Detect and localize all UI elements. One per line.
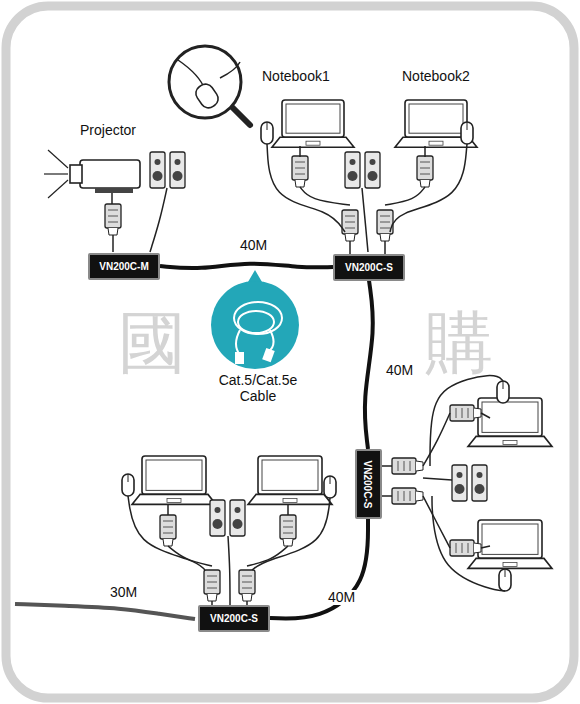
device-wire — [349, 241, 351, 254]
vga-connector — [450, 405, 481, 421]
device-wire — [380, 465, 392, 467]
vga-connector — [450, 540, 481, 556]
vga-connector — [105, 204, 121, 235]
device-wire — [380, 495, 392, 497]
cat5-cable — [15, 604, 195, 619]
mouse-icon — [497, 381, 509, 403]
speaker-pair — [452, 465, 487, 501]
speaker-pair — [150, 152, 185, 188]
projector-icon — [44, 150, 140, 198]
switch-box: VN200C-S — [355, 449, 382, 519]
device-wire — [300, 187, 350, 205]
vga-connector — [204, 570, 220, 601]
vga-connector — [392, 488, 423, 504]
mouse-icon — [461, 122, 473, 144]
switch-box: VN200C-M — [88, 253, 160, 280]
model-label: VN200C-M — [99, 261, 148, 272]
device-wire — [430, 376, 503, 466]
cable-length: 40M — [238, 238, 269, 253]
model-label: VN200C-S — [345, 262, 393, 273]
device-wire — [481, 413, 490, 418]
laptop-icon — [468, 520, 552, 568]
device-wire — [267, 144, 345, 232]
model-label: VN200C-S — [363, 460, 374, 508]
device-wire — [299, 146, 301, 157]
cat5-cable — [160, 264, 333, 268]
device-wire — [384, 241, 386, 254]
frame — [6, 6, 574, 698]
vga-connector — [280, 515, 296, 546]
vga-connector — [392, 458, 423, 474]
switch-box: VN200C-S — [333, 254, 405, 281]
laptop-icon — [272, 100, 354, 147]
watermark: 購 — [425, 304, 493, 382]
speaker-pair — [210, 500, 245, 536]
vga-connector — [342, 210, 358, 241]
magnifier-callout — [169, 46, 250, 125]
vga-connector — [239, 570, 255, 601]
mouse-icon — [261, 122, 273, 144]
device-label: Notebook1 — [262, 68, 330, 84]
switch-box: VN200C-S — [198, 605, 270, 632]
device-wire — [432, 496, 505, 591]
model-label: VN200C-S — [210, 613, 258, 624]
speaker-pair — [345, 152, 380, 188]
vga-connector — [377, 210, 393, 241]
device-wire — [167, 504, 169, 515]
device-wire — [423, 413, 450, 466]
laptop-icon — [468, 398, 552, 446]
device-wire — [128, 496, 205, 570]
cable-icon — [211, 270, 299, 369]
vga-connector — [417, 156, 433, 187]
cat5-cable — [365, 281, 373, 450]
device-label: Notebook2 — [402, 68, 470, 84]
cable-length: 40M — [384, 363, 415, 378]
device-label: 30M — [110, 584, 137, 600]
device-wire — [287, 504, 289, 515]
device-wire — [390, 144, 467, 232]
mouse-icon — [324, 476, 336, 498]
device-wire — [111, 193, 113, 205]
device-wire — [481, 546, 490, 548]
device-wire — [252, 498, 330, 570]
vga-connector — [292, 156, 308, 187]
watermark: 國 — [118, 304, 186, 382]
device-wire — [150, 188, 167, 252]
device-wire — [168, 546, 212, 566]
device-wire — [112, 235, 114, 252]
device-label: Projector — [80, 122, 136, 138]
device-wire — [228, 536, 230, 605]
device-label: Cat.5/Cat.5e Cable — [203, 372, 313, 404]
laptop-icon — [395, 100, 477, 147]
vga-connector — [160, 515, 176, 546]
device-wire — [362, 188, 368, 252]
cable-length: 40M — [326, 590, 357, 605]
laptop-icon — [248, 456, 332, 504]
mouse-icon — [499, 569, 511, 591]
device-wire — [385, 187, 425, 205]
mouse-icon — [122, 474, 134, 496]
cat5-cable — [270, 519, 368, 619]
device-wire — [423, 478, 452, 480]
laptop-icon — [132, 456, 216, 504]
device-wire — [424, 146, 426, 157]
